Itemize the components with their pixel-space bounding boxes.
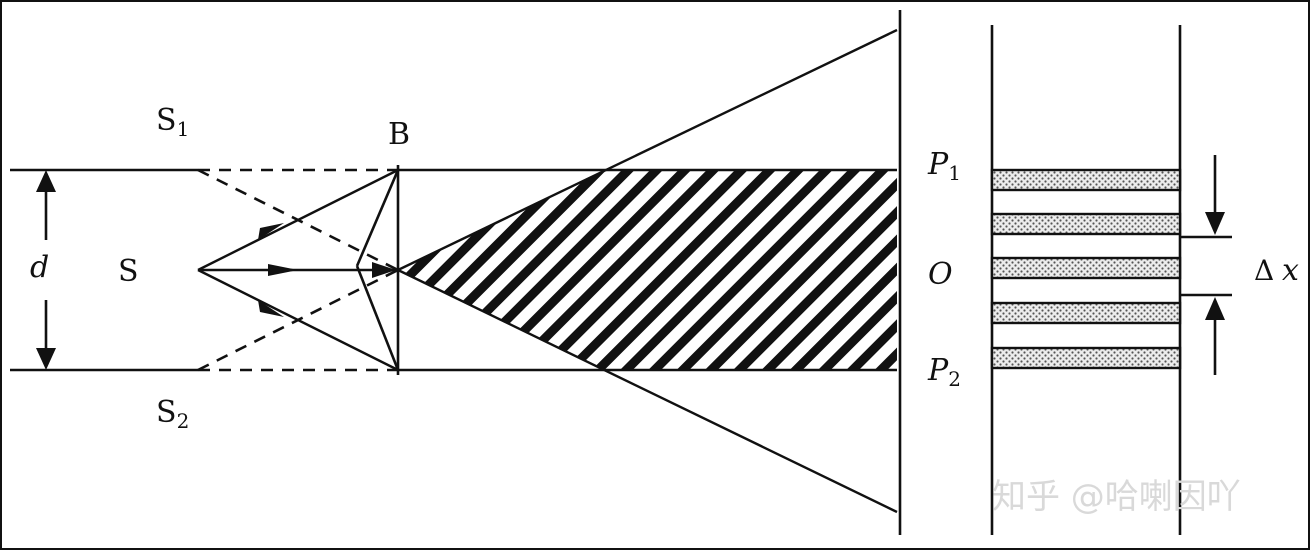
label-s: S xyxy=(118,254,139,289)
bright-fringe-4 xyxy=(990,301,1182,325)
watermark: 知乎 @哈喇因吖 xyxy=(992,477,1241,517)
d-dimension xyxy=(36,170,56,370)
fringe-bands xyxy=(990,168,1182,370)
source-rays xyxy=(197,28,898,514)
label-p2: P2 xyxy=(927,353,961,391)
biprism-upper-face xyxy=(355,169,400,267)
label-d: d xyxy=(30,250,49,285)
delta-x-dimension xyxy=(1180,155,1232,375)
label-s1: S1 xyxy=(156,103,189,141)
label-delta: Δ xyxy=(1254,254,1274,287)
bright-fringe-1 xyxy=(990,168,1182,192)
label-b: B xyxy=(388,117,410,152)
bright-fringe-2 xyxy=(990,212,1182,236)
upper-ray-arrowhead xyxy=(258,223,284,240)
middle-ray-arrowhead xyxy=(268,264,298,276)
axis-arrowhead xyxy=(372,262,396,278)
bright-fringe-5 xyxy=(990,346,1182,370)
label-o: O xyxy=(928,257,953,292)
delta-x-lower-arrowhead xyxy=(1205,297,1225,320)
ray-arrowheads xyxy=(258,223,396,317)
fringe-panel xyxy=(990,25,1182,535)
d-arrow-up xyxy=(36,170,56,192)
bright-fringe-3 xyxy=(990,256,1182,280)
label-s2: S2 xyxy=(156,395,189,433)
delta-x-upper-arrowhead xyxy=(1205,212,1225,235)
lower-ray-arrowhead xyxy=(258,300,284,317)
interference-region xyxy=(398,170,897,370)
d-arrow-down xyxy=(36,348,56,370)
label-x: x xyxy=(1282,253,1299,288)
label-p1: P1 xyxy=(927,147,961,185)
biprism-lower-face xyxy=(355,265,400,371)
